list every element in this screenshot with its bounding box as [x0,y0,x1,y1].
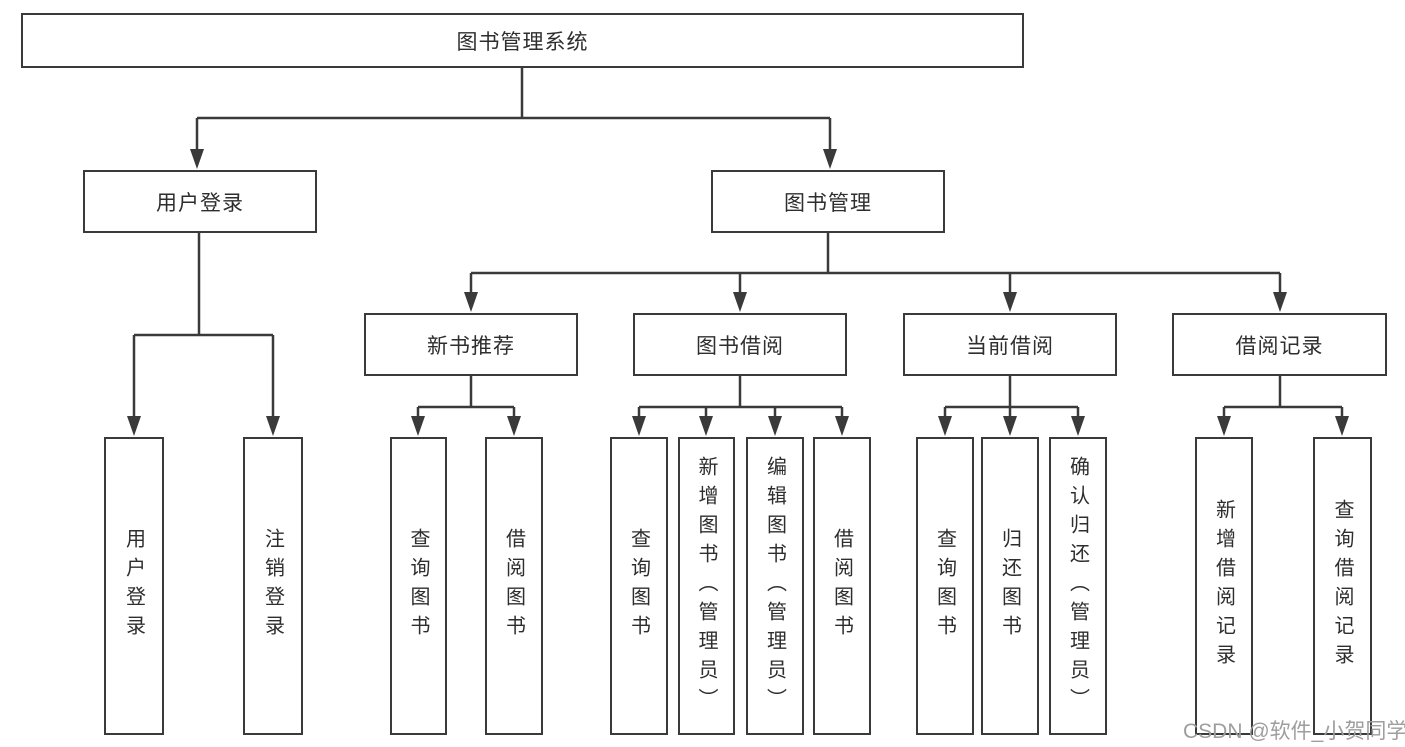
node-add-borrow-record: 新增借阅记录 [1195,437,1253,735]
node-root: 图书管理系统 [21,13,1024,68]
node-query-borrow-record-label: 查询借阅记录 [1331,499,1353,673]
node-add-borrow-record-label: 新增借阅记录 [1212,499,1235,673]
node-query-book-1: 查询图书 [390,437,447,735]
node-user-login: 用户登录 [83,170,317,233]
node-new-book-recommend: 新书推荐 [364,313,578,376]
node-current-borrow-label: 当前借阅 [966,334,1054,358]
node-add-book-admin: 新增图书（管理员） [678,437,735,735]
node-confirm-return-admin-label: 确认归还（管理员） [1066,455,1089,717]
node-return-book-label: 归还图书 [998,528,1021,644]
node-borrow-records-label: 借阅记录 [1235,334,1324,358]
node-query-borrow-record: 查询借阅记录 [1313,437,1372,735]
node-edit-book-admin-label: 编辑图书（管理员） [763,455,786,717]
node-current-borrow: 当前借阅 [903,313,1117,376]
node-leaf-logout-label: 注销登录 [261,528,284,644]
node-query-book-1-label: 查询图书 [407,528,429,644]
node-book-borrow-label: 图书借阅 [696,334,784,358]
node-borrow-book-1-label: 借阅图书 [502,528,525,644]
node-borrow-records: 借阅记录 [1172,313,1387,376]
node-leaf-user-login-label: 用户登录 [122,528,145,644]
node-confirm-return-admin: 确认归还（管理员） [1049,437,1107,735]
node-leaf-logout: 注销登录 [243,437,303,735]
node-query-book-2: 查询图书 [610,437,668,735]
node-query-book-2-label: 查询图书 [627,528,650,644]
watermark-text: CSDN @软件_小贺同学 [1183,720,1405,743]
node-query-book-3-label: 查询图书 [933,528,956,644]
node-query-book-3: 查询图书 [916,437,974,735]
node-edit-book-admin: 编辑图书（管理员） [746,437,804,735]
node-add-book-admin-label: 新增图书（管理员） [695,455,717,717]
node-book-borrow: 图书借阅 [633,313,847,376]
node-user-login-label: 用户登录 [156,191,244,215]
node-book-management: 图书管理 [711,170,945,233]
node-borrow-book-2: 借阅图书 [813,437,871,735]
node-leaf-user-login: 用户登录 [104,437,164,735]
node-new-book-recommend-label: 新书推荐 [427,334,515,358]
node-book-management-label: 图书管理 [784,191,872,215]
node-root-label: 图书管理系统 [456,30,589,54]
node-borrow-book-1: 借阅图书 [485,437,543,735]
node-return-book: 归还图书 [981,437,1039,735]
node-borrow-book-2-label: 借阅图书 [830,528,853,644]
